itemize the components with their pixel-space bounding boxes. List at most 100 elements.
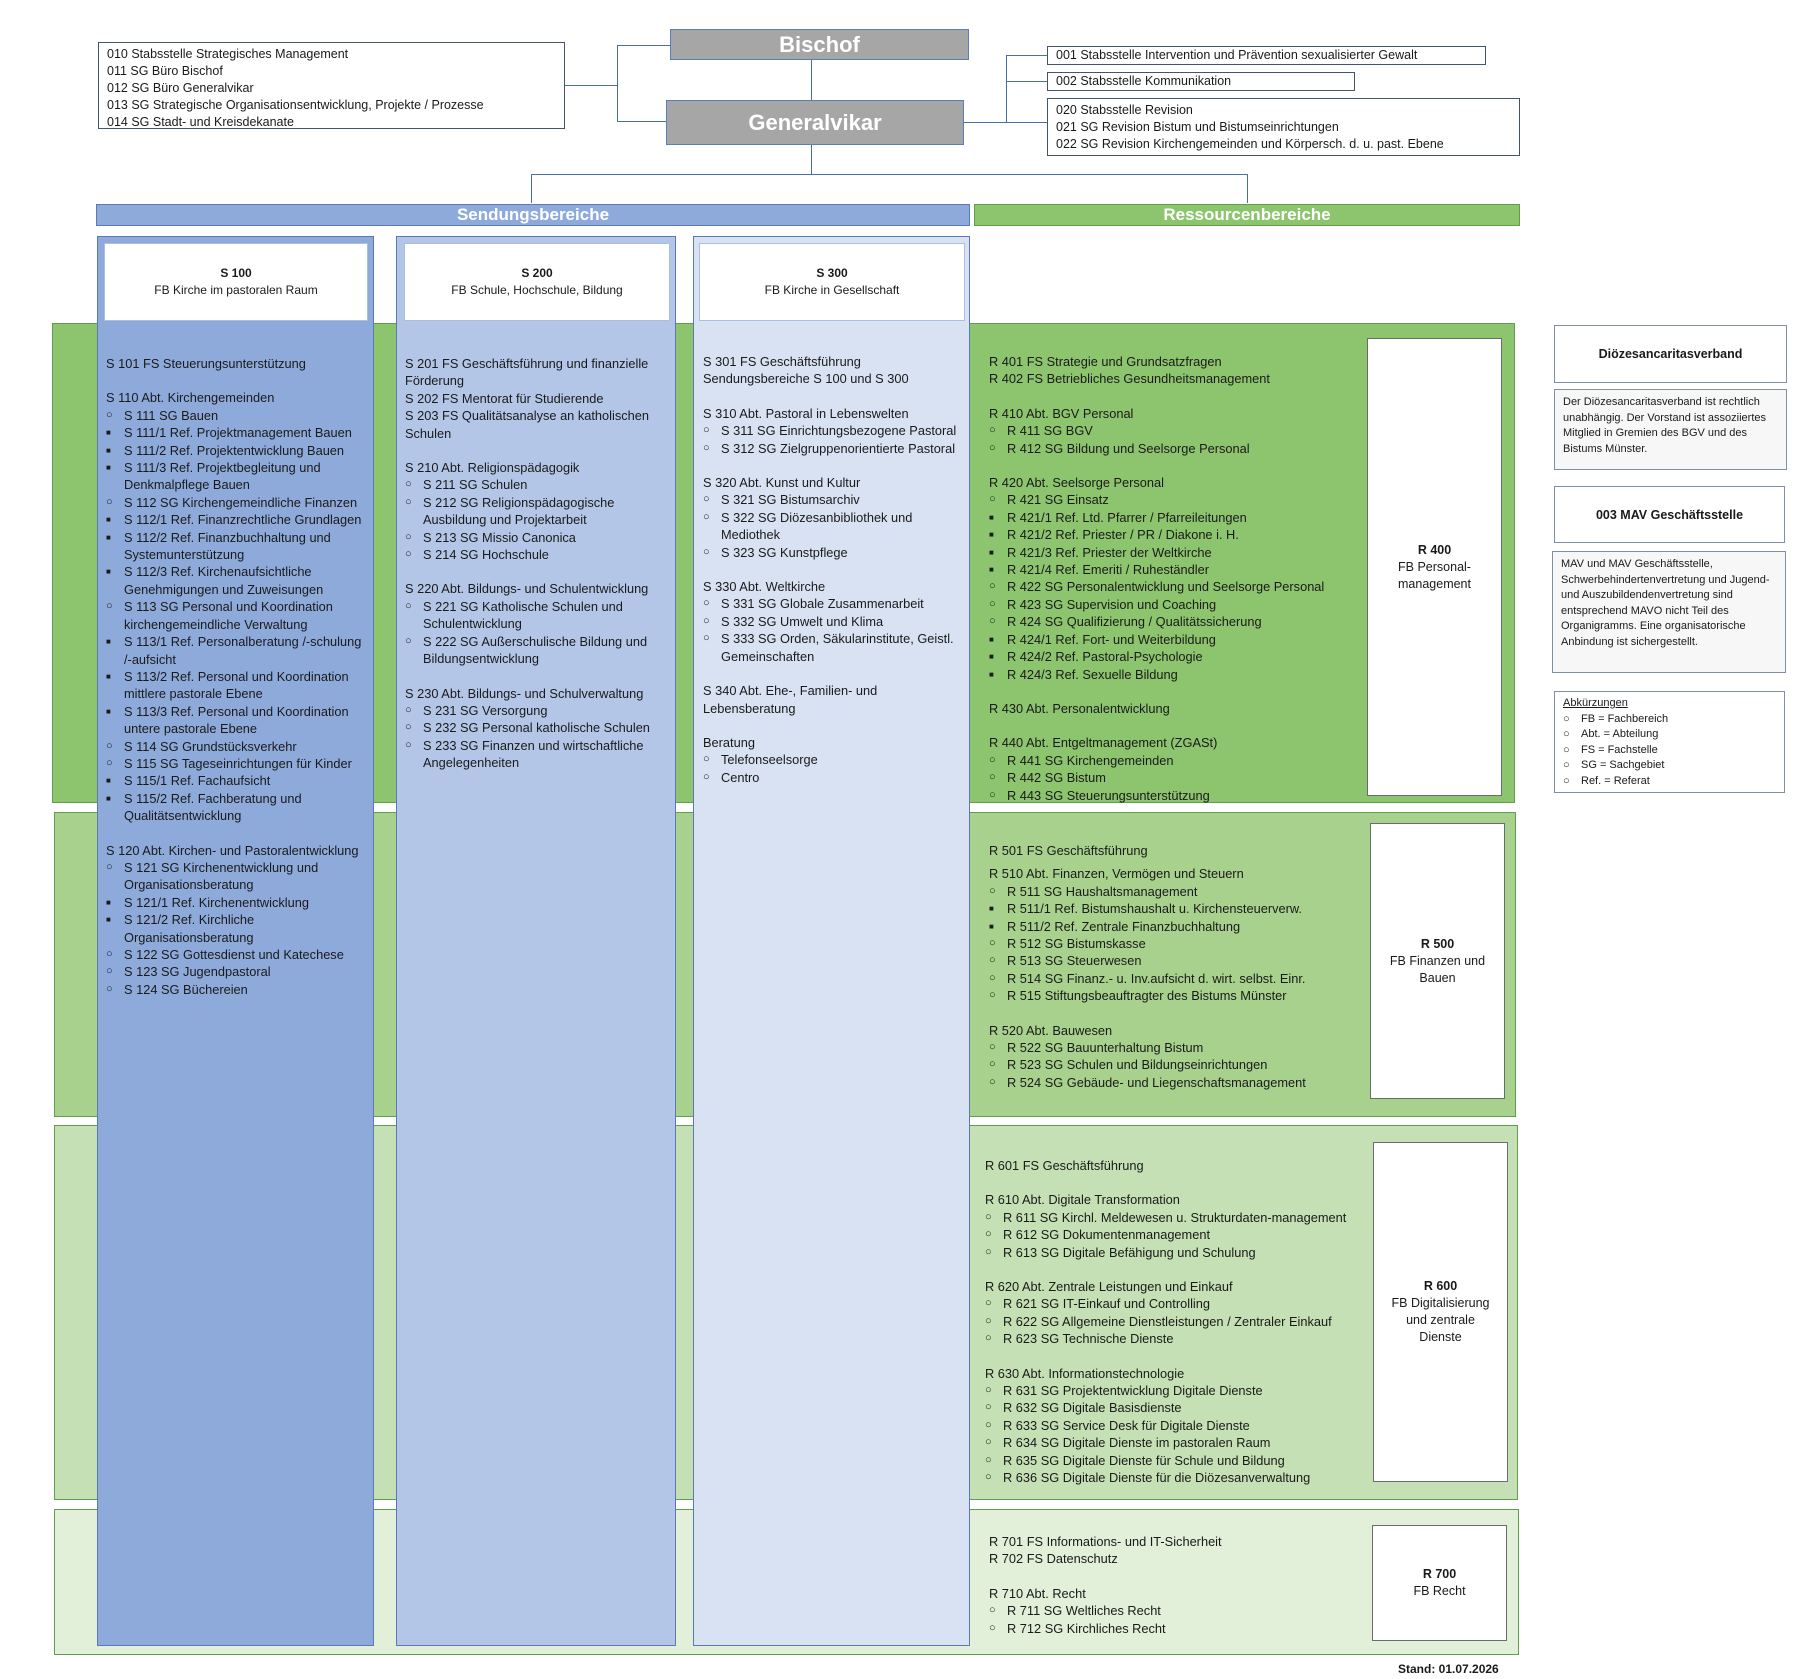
list-item: ■S 112/3 Ref. Kirchenaufsichtliche Geneh… xyxy=(106,563,368,598)
circle-bullet-icon: ○ xyxy=(989,493,996,506)
list-item: ■S 113/3 Ref. Personal und Koordination … xyxy=(106,703,368,738)
list-item: ○R 522 SG Bauunterhaltung Bistum xyxy=(989,1039,1359,1056)
list-spacer xyxy=(989,683,1359,700)
list-item-text: S 311 SG Einrichtungsbezogene Pastoral xyxy=(721,423,957,439)
abbreviation-item: ○SG = Sachgebiet xyxy=(1563,758,1776,774)
fb-box-r400: R 400 FB Personal-management xyxy=(1367,338,1502,796)
list-item: ○S 221 SG Katholische Schulen und Schule… xyxy=(405,598,670,633)
circle-bullet-icon: ○ xyxy=(405,738,412,751)
caritas-text-box: Der Diözesancaritasverband ist rechtlich… xyxy=(1554,389,1787,470)
abbreviation-text: FB = Fachbereich xyxy=(1581,712,1669,725)
list-spacer xyxy=(703,561,965,578)
list-item-text: S 231 SG Versorgung xyxy=(423,702,548,718)
list-item: ○R 412 SG Bildung und Seelsorge Personal xyxy=(989,440,1359,457)
list-heading: S 330 Abt. Weltkirche xyxy=(703,579,826,595)
abbreviation-text: FS = Fachstelle xyxy=(1581,743,1658,756)
list-item-text: R 422 SG Personalentwicklung und Seelsor… xyxy=(1007,579,1325,595)
list-item: ○S 113 SG Personal und Koordination kirc… xyxy=(106,598,368,633)
circle-bullet-icon: ○ xyxy=(989,1058,996,1071)
column-name: FB Schule, Hochschule, Bildung xyxy=(451,283,623,297)
list-item-text: S 122 SG Gottesdienst und Katechese xyxy=(124,947,344,962)
list-heading: R 440 Abt. Entgeltmanagement (ZGASt) xyxy=(989,735,1218,751)
ressourcen-header-label: Ressourcenbereiche xyxy=(1163,205,1331,224)
staff-001-label: 001 Stabsstelle Intervention und Prävent… xyxy=(1056,48,1418,62)
circle-bullet-icon: ○ xyxy=(1563,728,1570,740)
fb-name: FB Personal-management xyxy=(1398,559,1471,591)
list-item: ○S 115 SG Tageseinrichtungen für Kinder xyxy=(106,755,368,772)
circle-bullet-icon: ○ xyxy=(985,1245,992,1258)
circle-bullet-icon: ○ xyxy=(989,441,996,454)
list-item: ■R 424/1 Ref. Fort- und Weiterbildung xyxy=(989,631,1359,648)
list-item-text: R 514 SG Finanz.- u. Inv.aufsicht d. wir… xyxy=(1007,970,1306,986)
list-item: ○S 321 SG Bistumsarchiv xyxy=(703,491,965,508)
bishop-label: Bischof xyxy=(779,31,860,57)
list-item-text: S 115 SG Tageseinrichtungen für Kinder xyxy=(124,755,352,771)
list-item-text: R 712 SG Kirchliches Recht xyxy=(1007,1620,1166,1636)
circle-bullet-icon: ○ xyxy=(985,1401,992,1414)
list-heading: S 301 FS Geschäftsführung Sendungsbereic… xyxy=(703,354,909,387)
list-item: ○ S 311 SG Einrichtungsbezogene Pastoral xyxy=(703,422,965,439)
abbreviations-box: Abkürzungen ○FB = Fachbereich ○Abt. = Ab… xyxy=(1554,691,1785,793)
list-item-text: R 613 SG Digitale Befähigung und Schulun… xyxy=(1003,1244,1256,1260)
list-item-text: S 232 SG Personal katholische Schulen xyxy=(423,720,650,736)
list-spacer xyxy=(989,388,1359,405)
square-bullet-icon: ■ xyxy=(989,652,994,662)
list-item-text: S 233 SG Finanzen und wirtschaftliche An… xyxy=(423,737,644,771)
list-item: ○R 623 SG Technische Dienste xyxy=(985,1330,1365,1347)
list-item-text: S 111 SG Bauen xyxy=(124,407,219,423)
list-item-text: R 515 Stiftungsbeauftragter des Bistums … xyxy=(1007,988,1287,1004)
circle-bullet-icon: ○ xyxy=(405,530,412,543)
circle-bullet-icon: ○ xyxy=(703,510,710,523)
list-heading: R 430 Abt. Personalentwicklung xyxy=(989,700,1170,716)
caritas-title: Diözesancaritasverband xyxy=(1598,347,1743,361)
list-item-text: S 113/3 Ref. Personal und Koordination u… xyxy=(124,703,349,737)
circle-bullet-icon: ○ xyxy=(106,948,113,960)
list-item-text: S 112 SG Kirchengemeindliche Finanzen xyxy=(124,494,358,510)
list-heading: R 510 Abt. Finanzen, Vermögen und Steuer… xyxy=(989,866,1244,882)
list-item: ○S 322 SG Diözesanbibliothek und Medioth… xyxy=(703,509,965,544)
list-item-text: S 323 SG Kunstpflege xyxy=(721,544,848,560)
list-item-text: R 511/1 Ref. Bistumshaushalt u. Kirchens… xyxy=(1007,901,1302,917)
list-item-text: R 424/1 Ref. Fort- und Weiterbildung xyxy=(1007,631,1216,647)
list-item: ○R 633 SG Service Desk für Digitale Dien… xyxy=(985,1417,1365,1434)
list-item-text: R 511 SG Haushaltsmanagement xyxy=(1007,883,1198,899)
circle-bullet-icon: ○ xyxy=(985,1228,992,1241)
list-item: ○R 421 SG Einsatz xyxy=(989,491,1359,508)
list-item: ○S 124 SG Büchereien xyxy=(106,981,368,998)
list-item: ■S 112/2 Ref. Finanzbuchhaltung und Syst… xyxy=(106,529,368,564)
list-item-text: R 421/3 Ref. Priester der Weltkirche xyxy=(1007,544,1212,560)
list-item-text: R 421/2 Ref. Priester / PR / Diakone i. … xyxy=(1007,527,1239,543)
list-heading: R 620 Abt. Zentrale Leistungen und Einka… xyxy=(985,1279,1233,1295)
list-spacer xyxy=(985,1348,1365,1365)
mav-text: MAV und MAV Geschäftsstelle, Schwerbehin… xyxy=(1561,558,1770,648)
circle-bullet-icon: ○ xyxy=(703,424,710,437)
staff-revision-item: 020 Stabsstelle Revision xyxy=(1056,103,1193,117)
staff-left-item: 014 SG Stadt- und Kreisdekanate xyxy=(107,115,294,129)
list-item-text: S 112/3 Ref. Kirchenaufsichtliche Genehm… xyxy=(124,564,324,597)
circle-bullet-icon: ○ xyxy=(405,478,412,491)
list-item-text: S 111/3 Ref. Projektbegleitung und Denkm… xyxy=(124,460,321,493)
fb-code: R 700 xyxy=(1422,1567,1457,1581)
square-bullet-icon: ■ xyxy=(106,532,111,542)
sendung-header-label: Sendungsbereiche xyxy=(456,205,610,224)
list-heading: R 401 FS Strategie und Grundsatzfragen xyxy=(989,354,1222,369)
circle-bullet-icon: ○ xyxy=(703,753,710,766)
list-item: ○R 514 SG Finanz.- u. Inv.aufsicht d. wi… xyxy=(989,970,1359,987)
list-item: ○ S 233 SG Finanzen und wirtschaftliche A… xyxy=(405,737,670,772)
column-code: S 300 xyxy=(816,266,848,280)
resource-list-r400: R 401 FS Strategie und Grundsatzfragen R … xyxy=(989,353,1359,804)
abbreviation-item: ○FB = Fachbereich xyxy=(1563,712,1776,728)
staff-revision-item: 021 SG Revision Bistum und Bistumseinric… xyxy=(1056,120,1339,134)
circle-bullet-icon: ○ xyxy=(989,954,996,967)
list-item: ■S 115/1 Ref. Fachaufsicht xyxy=(106,772,368,789)
mav-title-box: 003 MAV Geschäftsstelle xyxy=(1554,486,1785,543)
mav-text-box: MAV und MAV Geschäftsstelle, Schwerbehin… xyxy=(1552,551,1786,673)
list-item: ○R 441 SG Kirchengemeinden xyxy=(989,752,1359,769)
list-item: ■R 424/3 Ref. Sexuelle Bildung xyxy=(989,666,1359,683)
list-item: ■S 113/1 Ref. Personalberatung /-schulun… xyxy=(106,633,368,668)
list-spacer xyxy=(703,457,965,474)
list-spacer xyxy=(405,563,670,580)
list-heading: S 220 Abt. Bildungs- und Schulentwicklun… xyxy=(405,581,649,597)
list-item: ○ R 613 SG Digitale Befähigung und Schulu… xyxy=(985,1244,1365,1261)
